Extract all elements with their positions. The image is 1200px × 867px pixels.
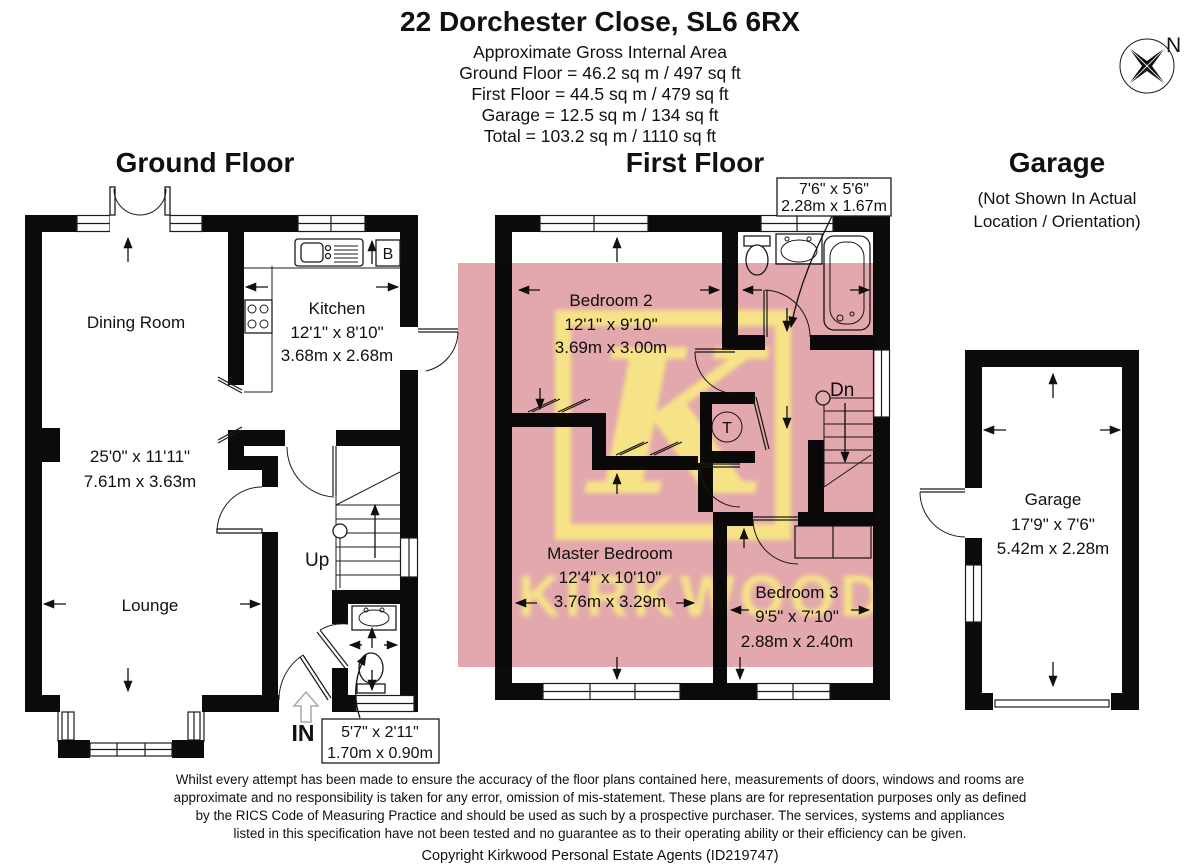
hob-icon <box>244 299 273 334</box>
bay-window <box>57 711 205 758</box>
disclaimer-line-2: approximate and no responsibility is tak… <box>173 790 1027 805</box>
wc-door <box>316 623 349 669</box>
boiler-box: B <box>375 239 401 267</box>
watermark-brand: KIRKWOOD <box>518 564 875 629</box>
basin-icon <box>775 233 823 265</box>
bedroom3-window <box>756 682 831 701</box>
garage-label: Garage <box>1025 490 1082 509</box>
garage-note-2: Location / Orientation) <box>973 212 1140 231</box>
entrance-arrow-icon <box>292 690 320 723</box>
page-title: 22 Dorchester Close, SL6 6RX <box>400 6 800 37</box>
wc-basin-icon <box>351 605 397 631</box>
kitchen-label: Kitchen <box>309 299 366 318</box>
master-window <box>542 682 681 701</box>
garage-plan: Garage (Not Shown In Actual Location / O… <box>919 147 1141 711</box>
kitchen-hall-door <box>286 446 337 498</box>
watermark-frame <box>555 310 791 540</box>
header-area-ground: Ground Floor = 46.2 sq m / 497 sq ft <box>459 63 741 83</box>
disclaimer-line-4: listed in this specification have not be… <box>233 826 967 841</box>
ground-floor-plan: Ground Floor <box>25 147 459 764</box>
up-label: Up <box>305 550 329 571</box>
header-area-garage: Garage = 12.5 sq m / 134 sq ft <box>481 105 719 125</box>
copyright-line: Copyright Kirkwood Personal Estate Agent… <box>421 848 779 864</box>
in-label: IN <box>292 720 315 746</box>
dining-window-left <box>76 214 111 233</box>
garage-side-door <box>919 488 966 538</box>
dining-door <box>217 376 243 444</box>
watermark-monogram: K <box>589 306 763 541</box>
bathroom-window <box>760 214 834 233</box>
front-door <box>278 654 332 701</box>
disclaimer-line-3: by the RICS Code of Measuring Practice a… <box>195 808 1005 823</box>
french-doors <box>109 186 171 216</box>
disclaimer-line-1: Whilst every attempt has been made to en… <box>175 772 1025 787</box>
kitchen-window <box>297 214 366 233</box>
lounge-imperial: 25'0" x 11'11" <box>90 447 190 466</box>
kitchen-back-door <box>418 328 459 372</box>
compass-north-label: N <box>1166 34 1181 57</box>
ground-dimension-arrows <box>42 236 400 693</box>
wc-imperial: 5'7" x 2'11" <box>341 724 419 741</box>
header-subtitle: Approximate Gross Internal Area <box>473 42 727 62</box>
compass-icon: N <box>1119 34 1181 94</box>
garage-note-1: (Not Shown In Actual <box>978 189 1137 208</box>
dining-window-right <box>169 214 203 233</box>
bedroom2-window <box>539 214 649 233</box>
wc-dimension-box: 5'7" x 2'11" 1.70m x 0.90m <box>321 654 440 764</box>
hall-window <box>399 537 419 578</box>
garage-window <box>964 564 983 623</box>
header-area-first: First Floor = 44.5 sq m / 479 sq ft <box>471 84 729 104</box>
first-floor-title: First Floor <box>626 147 765 178</box>
ground-floor-title: Ground Floor <box>116 147 295 178</box>
wc-toilet-icon <box>356 652 386 694</box>
garage-door <box>994 699 1110 708</box>
lounge-label: Lounge <box>122 596 179 615</box>
garage-metric: 5.42m x 2.28m <box>997 539 1109 558</box>
kirkwood-watermark: K KIRKWOOD <box>458 263 875 667</box>
lounge-metric: 7.61m x 3.63m <box>84 472 196 491</box>
garage-dimension-arrows <box>982 372 1122 688</box>
kitchen-metric: 3.68m x 2.68m <box>281 346 393 365</box>
wc-window <box>355 694 415 713</box>
bathroom-imperial: 7'6" x 5'6" <box>799 181 869 198</box>
landing-window <box>872 349 891 418</box>
lounge-door <box>216 486 263 534</box>
header-area-total: Total = 103.2 sq m / 1110 sq ft <box>483 126 717 146</box>
garage-title: Garage <box>1009 147 1106 178</box>
dining-room-label: Dining Room <box>87 313 185 332</box>
garage-imperial: 17'9" x 7'6" <box>1011 515 1095 534</box>
bathroom-metric: 2.28m x 1.67m <box>781 198 887 215</box>
boiler-label: B <box>383 246 394 263</box>
wc-metric: 1.70m x 0.90m <box>327 745 433 762</box>
kitchen-sink-icon <box>294 238 364 267</box>
kitchen-imperial: 12'1" x 8'10" <box>290 323 383 342</box>
stairs-up <box>332 470 401 590</box>
